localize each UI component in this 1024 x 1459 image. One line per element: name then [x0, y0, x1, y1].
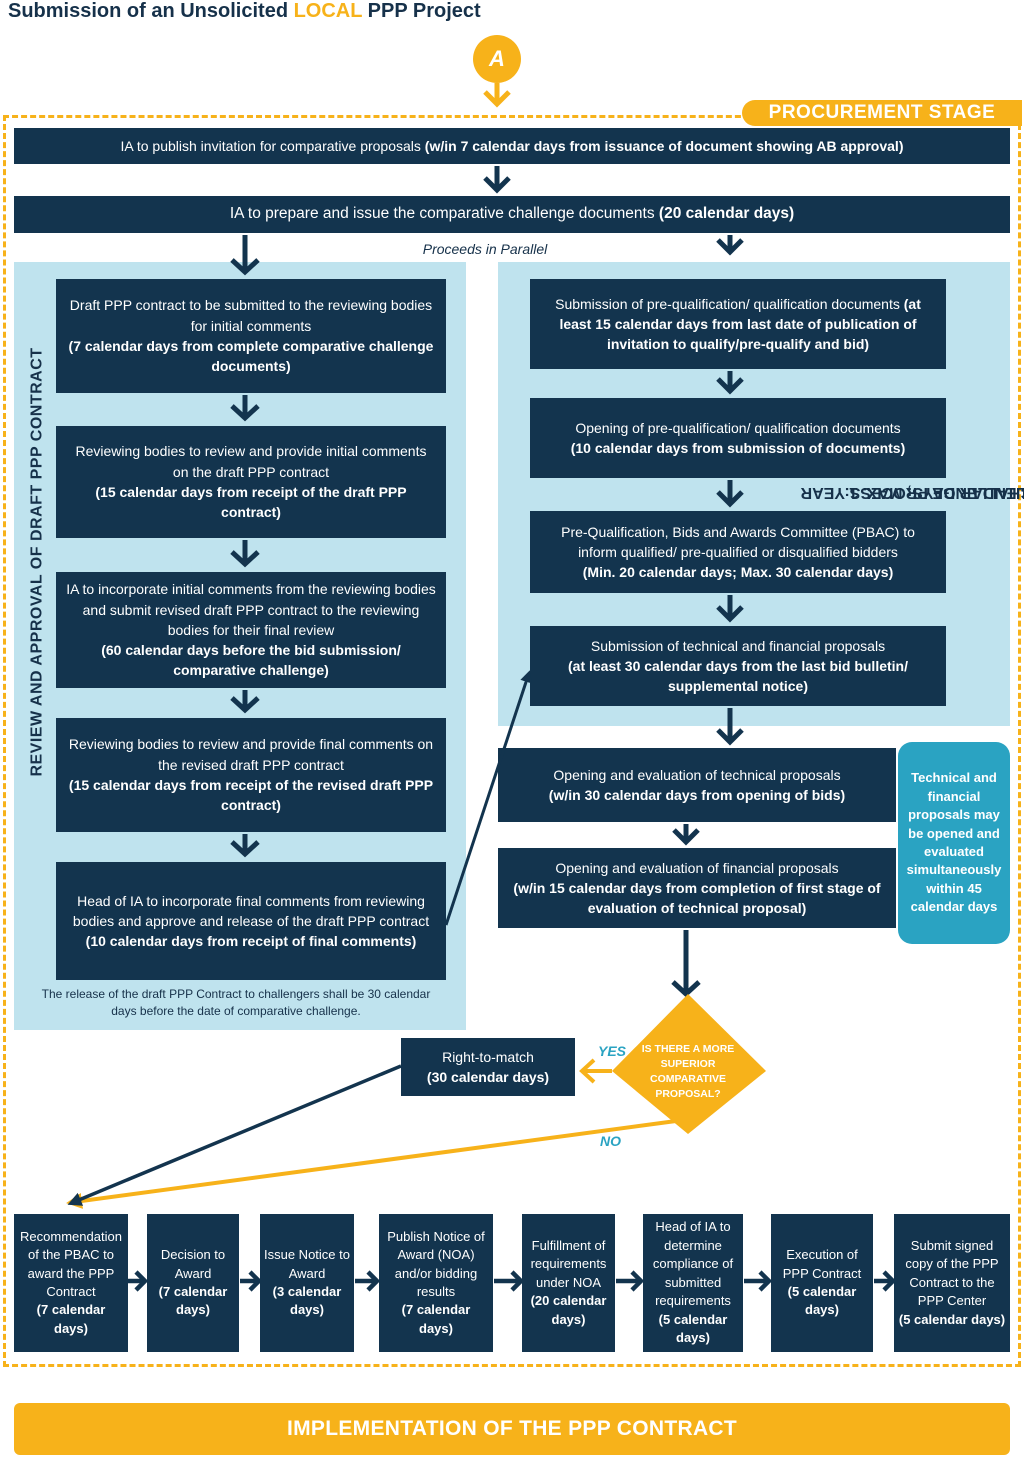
- right-step-2: Opening of pre-qualification/ qualificat…: [530, 398, 946, 478]
- right-step-3: Pre-Qualification, Bids and Awards Commi…: [530, 511, 946, 593]
- award-step-5: Fulfillment of requirements under NOA(20…: [522, 1214, 615, 1352]
- left-track-label: REVIEW AND APPROVAL OF DRAFT PPP CONTRAC…: [29, 347, 47, 777]
- parallel-label: Proceeds in Parallel: [422, 241, 548, 257]
- page-title: Submission of an Unsolicited LOCAL PPP P…: [8, 0, 481, 22]
- step-publish-invitation: IA to publish invitation for comparative…: [14, 128, 1010, 164]
- left-step-4: Reviewing bodies to review and provide f…: [56, 718, 446, 832]
- connector-a-arrow: [483, 83, 511, 108]
- award-step-3: Issue Notice to Award(3 calendar days): [260, 1214, 354, 1352]
- left-step-5: Head of IA to incorporate final comments…: [56, 862, 446, 980]
- right-step-1: Submission of pre-qualification/ qualifi…: [530, 279, 946, 369]
- decision-question: IS THERE A MORE SUPERIOR COMPARATIVE PRO…: [641, 1042, 735, 1101]
- step-prepare-documents: IA to prepare and issue the comparative …: [14, 196, 1010, 233]
- implementation-banner: IMPLEMENTATION OF THE PPP CONTRACT: [14, 1403, 1010, 1455]
- right-track-label: COMPARATIVE CHALLENGE PROCESS:MIN. 90 CA…: [800, 483, 1024, 501]
- left-step-2: Reviewing bodies to review and provide i…: [56, 426, 446, 538]
- left-step-1: Draft PPP contract to be submitted to th…: [56, 279, 446, 393]
- connector-a-icon: A: [473, 35, 521, 83]
- technical-evaluation-step: Opening and evaluation of technical prop…: [498, 748, 896, 822]
- award-step-1: Recommendation of the PBAC to award the …: [14, 1214, 128, 1352]
- no-label: NO: [600, 1133, 621, 1149]
- right-to-match-step: Right-to-match(30 calendar days): [401, 1038, 575, 1096]
- procurement-stage-border: [3, 115, 1021, 1367]
- award-step-7: Execution of PPP Contract(5 calendar day…: [771, 1214, 873, 1352]
- right-step-4: Submission of technical and financial pr…: [530, 626, 946, 706]
- yes-label: YES: [598, 1043, 627, 1059]
- simultaneous-evaluation-note: Technical and financial proposals may be…: [898, 742, 1010, 944]
- award-step-8: Submit signed copy of the PPP Contract t…: [894, 1214, 1010, 1352]
- award-step-6: Head of IA to determine compliance of su…: [643, 1214, 743, 1352]
- award-step-4: Publish Notice of Award (NOA) and/or bid…: [379, 1214, 493, 1352]
- financial-evaluation-step: Opening and evaluation of financial prop…: [498, 848, 896, 928]
- procurement-stage-label: PROCUREMENT STAGE: [742, 100, 1022, 126]
- award-step-2: Decision to Award(7 calendar days): [147, 1214, 239, 1352]
- left-step-3: IA to incorporate initial comments from …: [56, 572, 446, 688]
- release-note: The release of the draft PPP Contract to…: [41, 987, 431, 1019]
